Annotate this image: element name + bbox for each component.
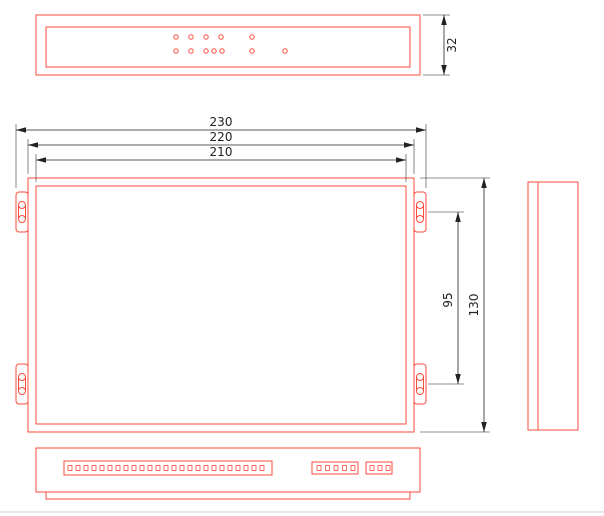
mount-tab-top-right	[413, 191, 427, 233]
bottom-view-outline	[35, 447, 421, 493]
dim-text-overall-width: 230	[210, 115, 233, 129]
keyhole-slot-bottom-right	[416, 373, 424, 395]
connector-3pin-outline	[365, 461, 393, 475]
dim-text-depth: 32	[445, 37, 459, 52]
keyhole-slot-top-right	[416, 201, 424, 223]
dim-depth: 32	[423, 14, 459, 76]
keyhole-slot-top-left	[18, 201, 26, 223]
front-view	[15, 177, 427, 433]
bottom-view	[35, 447, 421, 500]
connector-3pin-pins	[369, 465, 391, 471]
dim-text-body-height: 130	[467, 294, 481, 317]
mount-tab-bottom-right	[413, 363, 427, 405]
dim-mount-hole-spacing: 95	[428, 211, 464, 385]
terminal-block-outline	[63, 460, 273, 476]
mount-tab-top-left	[15, 191, 29, 233]
dim-body-width: 220	[27, 130, 415, 174]
bottom-view-flange	[45, 492, 411, 500]
terminal-block-pins	[67, 465, 265, 471]
top-view-inner-outline	[45, 26, 411, 68]
dim-inner-width: 210	[35, 145, 407, 182]
connector-5pin-outline	[311, 461, 359, 475]
dim-text-mount-hole-spacing: 95	[441, 292, 455, 307]
connector-5pin-pins	[316, 465, 356, 471]
connector-3pin	[365, 461, 393, 475]
connector-5pin	[311, 461, 359, 475]
mount-tab-bottom-left	[15, 363, 29, 405]
top-view	[35, 14, 421, 76]
dim-body-height: 130	[420, 177, 490, 433]
dim-text-body-width: 220	[210, 130, 233, 144]
dim-overall-width: 230	[15, 115, 427, 188]
keyhole-slot-bottom-left	[18, 373, 26, 395]
top-view-outline	[35, 14, 421, 76]
side-view-outline	[527, 181, 579, 431]
side-view	[527, 181, 579, 431]
front-view-inner-outline	[35, 185, 407, 425]
front-view-outline	[27, 177, 415, 433]
dim-text-inner-width: 210	[210, 145, 233, 159]
vent-holes	[173, 34, 288, 54]
terminal-block	[63, 460, 273, 476]
